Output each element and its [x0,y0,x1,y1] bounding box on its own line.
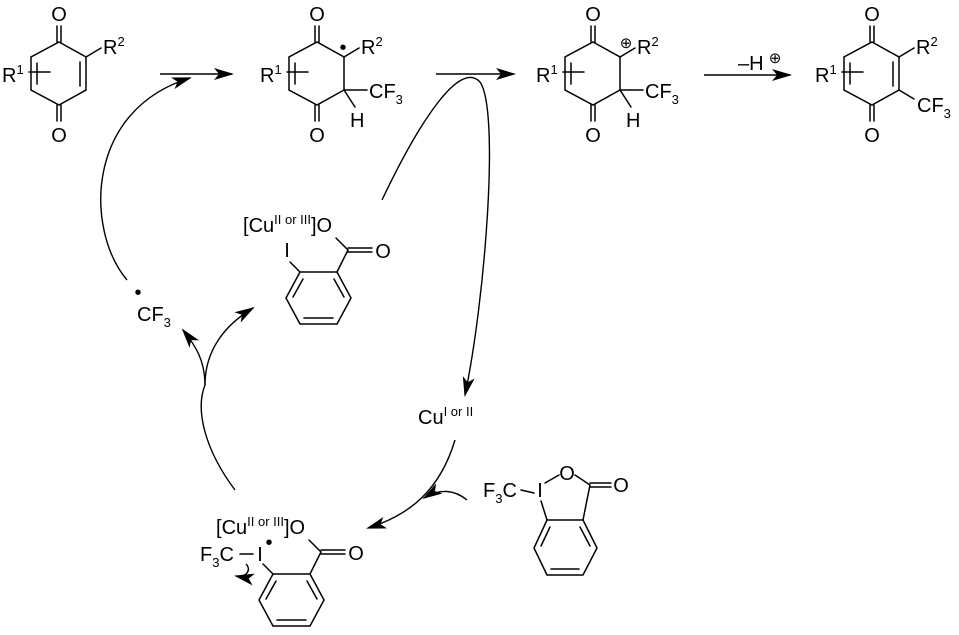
togni-reagent: F3C I O O [483,463,629,576]
homolysis-curly-arrow [234,563,255,586]
cf3-label: CF3 [917,95,951,121]
oxygen-label: O [864,4,880,26]
release-cf3-arrow [181,328,236,491]
oxygen-label: O [309,125,325,147]
release-complex-arrow [204,306,255,386]
oxygen-label: O [51,125,67,147]
oxygen-label: O [348,543,364,565]
r2-label: R2 [637,34,659,59]
oxygen-label: O [585,125,601,147]
cf3-label: F3C [483,480,517,506]
r1-label: R1 [2,62,24,87]
oxygen-label: O [613,475,629,497]
benzene-ring [258,573,325,627]
oxygen-label: O [51,4,67,26]
proton-charge: ⊕ [769,50,782,67]
r2-label: R2 [361,34,383,59]
benzene-ring [533,519,598,576]
cf3-label: CF3 [369,81,403,107]
oxygen-label: O [585,4,601,26]
benzene-ring [285,271,352,325]
r2-label: R2 [103,34,125,59]
iodine-label: I [537,480,543,502]
cation-intermediate: ⊕ O O R2 R1 CF3 H [536,4,679,147]
iodine-label: I [284,240,290,262]
cf3-label: F3C [200,544,234,570]
r1-label: R1 [260,62,282,87]
copper-label: [CuII or III]O [216,514,305,539]
oxygen-label: O [864,125,880,147]
trifluoromethyl-quinone-product: O O R2 R1 CF3 [815,4,951,147]
oxygen-label: O [559,463,575,485]
r2-label: R2 [916,34,938,59]
hydrogen-label: H [626,110,640,132]
r1-label: R1 [815,62,837,87]
cf3-label: CF3 [645,81,679,107]
iodine-label: I [257,544,263,566]
copper-catalyst-label: CuI or II [418,404,473,429]
copper-label: [CuII or III]O [243,212,332,237]
togni-reagent-entry-arrow [422,483,468,501]
oxygen-label: O [375,241,391,263]
cf3-addition-curved-arrow [100,77,192,281]
oxygen-label: O [309,4,325,26]
copper-coordination-arrow [366,439,456,529]
radical-intermediate: • O O R2 R1 CF3 H [260,4,403,147]
radical-dot: • [265,532,272,554]
radical-dot: • [339,37,346,59]
quinone-starting-material: O O R2 R1 [2,4,125,147]
cation-charge: ⊕ [620,35,633,52]
hydrogen-label: H [350,110,364,132]
copper-iodobenzoate-complex: [CuII or III]O O I [243,212,391,325]
radical-dot: • [134,282,141,304]
r1-label: R1 [536,62,558,87]
copper-iodane-radical-complex: [CuII or III]O O F3C I • [200,514,364,627]
deprotonation-label: –H [738,53,764,75]
oxidation-curved-arrow [381,76,491,397]
cf3-radical-label: CF3 [137,304,171,330]
